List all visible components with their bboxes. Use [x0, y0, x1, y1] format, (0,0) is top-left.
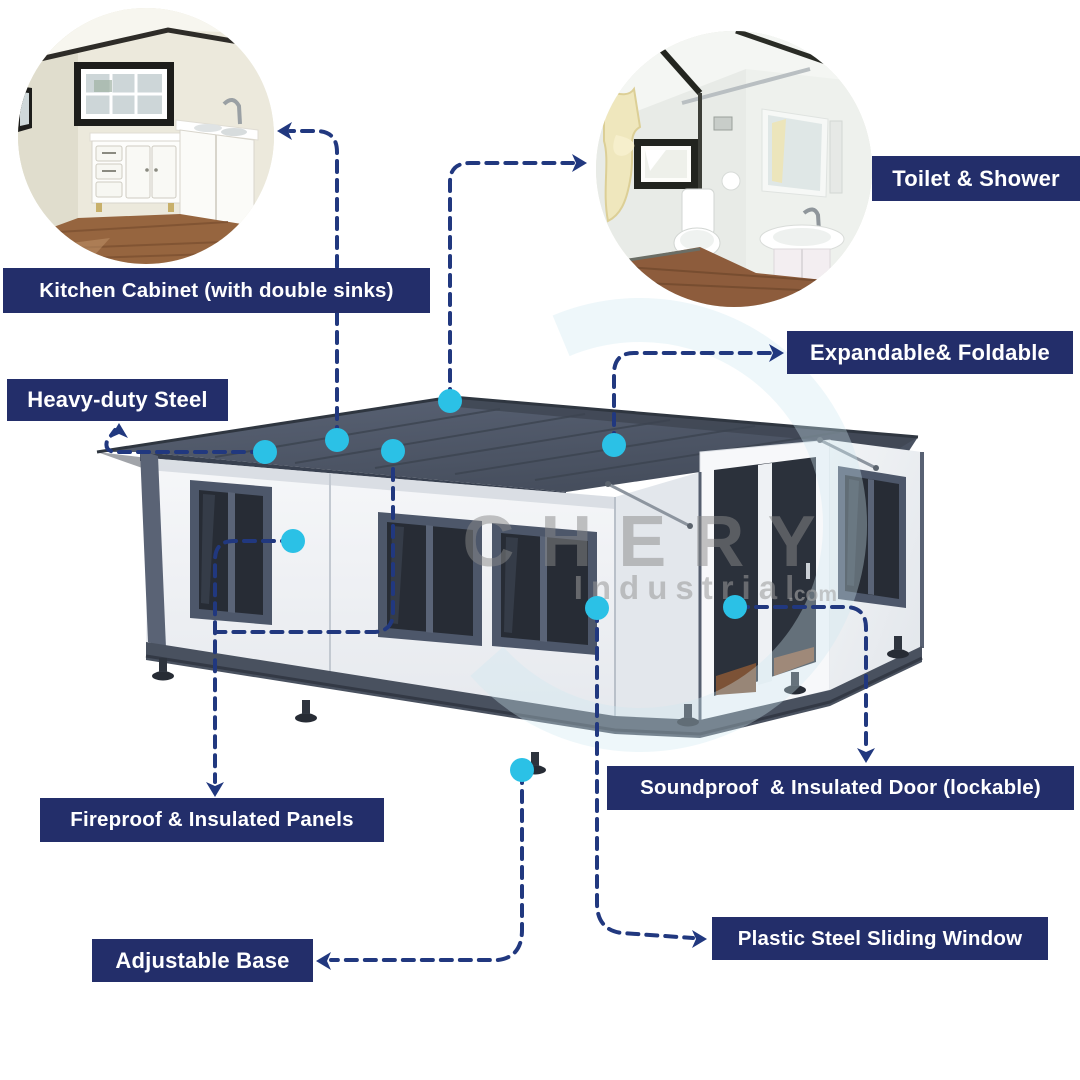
entry-door [698, 439, 831, 723]
sliding-windows [190, 480, 597, 655]
container-house-illustration [96, 395, 924, 775]
label-heavy-duty-steel: Heavy-duty Steel [7, 379, 228, 421]
kitchen-photo [18, 8, 274, 264]
arrow-into-toilet-photo-icon [572, 154, 587, 172]
label-fireproof-panels: Fireproof & Insulated Panels [40, 798, 384, 842]
connector-fireproof-panels [213, 539, 295, 784]
dot-expandable [602, 433, 626, 457]
base-frame [146, 642, 922, 738]
connector-plastic-window [595, 608, 695, 940]
connector-expandable [612, 351, 772, 446]
support-rod [607, 482, 691, 528]
dot-heavy-duty-steel [253, 440, 277, 464]
right-window [838, 466, 906, 608]
connector-lines [104, 129, 868, 962]
watermark-tld-text: .com [788, 583, 837, 606]
watermark-swirl-icon [413, 298, 867, 752]
connector-heavy-duty-steel [104, 428, 265, 454]
label-adjustable-base: Adjustable Base [92, 939, 313, 982]
arrow-into-fireproof-label-icon [206, 782, 224, 797]
arrow-into-soundproof-label-icon [857, 748, 875, 763]
connector-arrowheads [110, 122, 875, 970]
feature-dots [253, 389, 747, 782]
toilet-shower-photo [596, 31, 872, 307]
dot-adjustable-base [510, 758, 534, 782]
arrow-into-expandable-label-icon [769, 344, 784, 362]
arrow-into-adjustable-label-icon [316, 952, 331, 970]
connector-kitchen-cabinet [288, 129, 339, 440]
watermark-sub-text: Industrial [574, 569, 803, 606]
mirror-cabinet [761, 108, 843, 198]
kitchen-window [74, 62, 174, 126]
dot-toilet-shower [438, 389, 462, 413]
dot-soundproof-door [723, 595, 747, 619]
watermark-brand-text: CHERY [462, 502, 841, 582]
label-kitchen-cabinet: Kitchen Cabinet (with double sinks) [3, 268, 430, 313]
label-toilet-shower: Toilet & Shower [872, 156, 1080, 201]
label-plastic-window: Plastic Steel Sliding Window [712, 917, 1048, 960]
arrow-into-window-label-icon [692, 930, 707, 948]
arrow-into-kitchen-photo-icon [277, 122, 292, 140]
connector-soundproof-door [735, 605, 868, 751]
connector-toilet-shower [448, 161, 575, 402]
paper-dispenser-icon [721, 171, 741, 191]
faucet-icon [222, 98, 242, 125]
dot-plastic-window [585, 596, 609, 620]
brand-watermark: CHERY Industrial .com [413, 298, 867, 752]
label-expandable: Expandable& Foldable [787, 331, 1073, 374]
label-soundproof-door: Soundproof & Insulated Door (lockable) [607, 766, 1074, 810]
dot-kitchen-cabinet [325, 428, 349, 452]
dot-fireproof-wall [281, 529, 305, 553]
connector-adjustable-base [329, 770, 524, 962]
connector-fireproof-roof [214, 448, 395, 634]
arrow-into-heavy-duty-label-icon [110, 423, 128, 438]
dot-fireproof-roof [381, 439, 405, 463]
